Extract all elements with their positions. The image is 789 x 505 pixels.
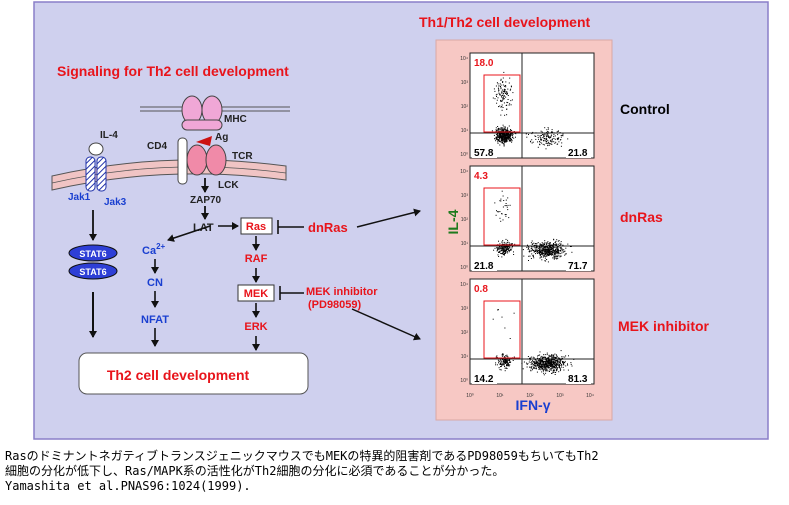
flow-title: Th1/Th2 cell development (419, 14, 590, 30)
condition-label: Control (620, 101, 670, 117)
il4-gate (483, 300, 521, 359)
mek-inhibitor-label-2: (PD98059) (308, 299, 362, 311)
event-dots (493, 190, 573, 263)
y-tick-label: 10¹ (461, 354, 469, 360)
dot-plot-frame (469, 165, 595, 272)
y-tick-label: 10³ (461, 80, 469, 86)
dnras-label: dnRas (308, 220, 348, 235)
mek-label: MEK (244, 288, 269, 300)
tcr-receptor (186, 144, 227, 176)
label-bg (566, 146, 591, 158)
double-negative-percent: 14.2 (474, 374, 494, 385)
il4-receptor-chain-b (96, 156, 107, 192)
flow-cytometry: Th1/Th2 cell development IL-4 IFN-γ 18.0… (419, 14, 613, 421)
jak3-label: Jak3 (104, 197, 127, 208)
nfat-label: NFAT (141, 314, 169, 326)
y-tick-label: 10⁰ (460, 378, 468, 384)
cd4-label: CD4 (147, 141, 167, 152)
label-bg (472, 259, 497, 271)
plot-panels: 18.0 57.8 21.8 10⁰ 10¹ 10² 10³ 10⁴ 4.3 21.8 71.7 10… (460, 52, 595, 399)
outcome-label: Th2 cell development (107, 367, 250, 383)
caption-line-2: 細胞の分化が低下し、Ras/MAPK系の活性化がTh2細胞の分化に必須であること… (5, 464, 505, 478)
il4-positive-percent: 18.0 (474, 58, 494, 69)
dot-plot-panel: 4.3 21.8 71.7 10⁰ 10¹ 10² 10³ 10⁴ (460, 165, 595, 272)
il4-gate (483, 74, 521, 133)
y-tick-label: 10² (461, 330, 469, 336)
ca-label: Ca2+ (142, 242, 166, 257)
zap70-label: ZAP70 (190, 195, 222, 206)
dot-plot-panel: 18.0 57.8 21.8 10⁰ 10¹ 10² 10³ 10⁴ (460, 52, 595, 159)
label-bg (472, 372, 497, 384)
ifng-positive-percent: 81.3 (568, 374, 588, 385)
ag-label: Ag (215, 132, 228, 143)
condition-label: dnRas (620, 209, 663, 225)
signaling-title: Signaling for Th2 cell development (57, 63, 289, 79)
y-tick-label: 10⁴ (460, 56, 468, 62)
mek-inhibitor-label-1: MEK inhibitor (306, 286, 378, 298)
stat6-bottom (68, 262, 118, 280)
cn-label: CN (147, 277, 163, 289)
stat6-top-label: STAT6 (79, 249, 106, 259)
raf-label: RAF (245, 253, 268, 265)
ras-box (240, 217, 273, 235)
ras-label: Ras (246, 221, 266, 233)
double-negative-percent: 21.8 (474, 261, 494, 272)
ifng-positive-percent: 71.7 (568, 261, 588, 272)
y-tick-label: 10² (461, 104, 469, 110)
il4-label: IL-4 (100, 130, 118, 141)
dot-plot-frame (469, 278, 595, 385)
erk-label: ERK (244, 321, 267, 333)
mhc-label: MHC (224, 114, 247, 125)
x-tick-label: 10² (526, 393, 534, 399)
mek-box (237, 284, 275, 302)
antigen-peptide (196, 136, 212, 146)
x-tick-label: 10¹ (496, 393, 504, 399)
il4-receptor-chain-a (85, 156, 96, 192)
x-tick-label: 10⁰ (466, 393, 474, 399)
label-bg (472, 146, 497, 158)
il4-ligand (88, 142, 104, 156)
signaling-pathway: Signaling for Th2 cell development MHC A… (51, 63, 421, 395)
y-tick-label: 10⁴ (460, 282, 468, 288)
dot-plot-panel: 0.8 14.2 81.3 10⁰ 10¹ 10² 10³ 10⁴ (460, 278, 595, 385)
y-axis-label: IL-4 (445, 209, 461, 234)
label-bg (566, 259, 591, 271)
ifng-positive-percent: 21.8 (568, 148, 588, 159)
citation: Yamashita et al.PNAS96:1024(1999). (5, 479, 251, 493)
y-tick-label: 10³ (461, 306, 469, 312)
stat6-bottom-label: STAT6 (79, 267, 106, 277)
double-negative-percent: 57.8 (474, 148, 494, 159)
event-dots (491, 71, 569, 150)
y-tick-label: 10⁰ (460, 265, 468, 271)
y-tick-label: 10⁴ (460, 169, 468, 175)
y-tick-label: 10⁰ (460, 152, 468, 158)
stat6-top (68, 244, 118, 262)
caption-line-1: RasのドミナントネガティブトランスジェニックマウスでもMEKの特異的阻害剤であ… (5, 449, 599, 463)
y-tick-label: 10¹ (461, 241, 469, 247)
il4-positive-percent: 0.8 (474, 284, 488, 295)
tcr-label: TCR (232, 151, 253, 162)
il4-gate (483, 187, 521, 246)
x-tick-label: 10⁴ (586, 393, 594, 399)
il4-positive-percent: 4.3 (474, 171, 488, 182)
x-axis-label: IFN-γ (516, 397, 551, 413)
mhc-molecule (181, 95, 223, 131)
condition-label: MEK inhibitor (618, 318, 710, 334)
dot-plot-frame (469, 52, 595, 159)
y-tick-label: 10² (461, 217, 469, 223)
lck-label: LCK (218, 180, 239, 191)
y-tick-label: 10³ (461, 193, 469, 199)
cd4-coreceptor (177, 137, 188, 185)
jak1-label: Jak1 (68, 192, 91, 203)
outcome-box (78, 352, 309, 395)
event-dots (492, 309, 575, 376)
y-tick-label: 10¹ (461, 128, 469, 134)
x-tick-label: 10³ (556, 393, 564, 399)
label-bg (566, 372, 591, 384)
